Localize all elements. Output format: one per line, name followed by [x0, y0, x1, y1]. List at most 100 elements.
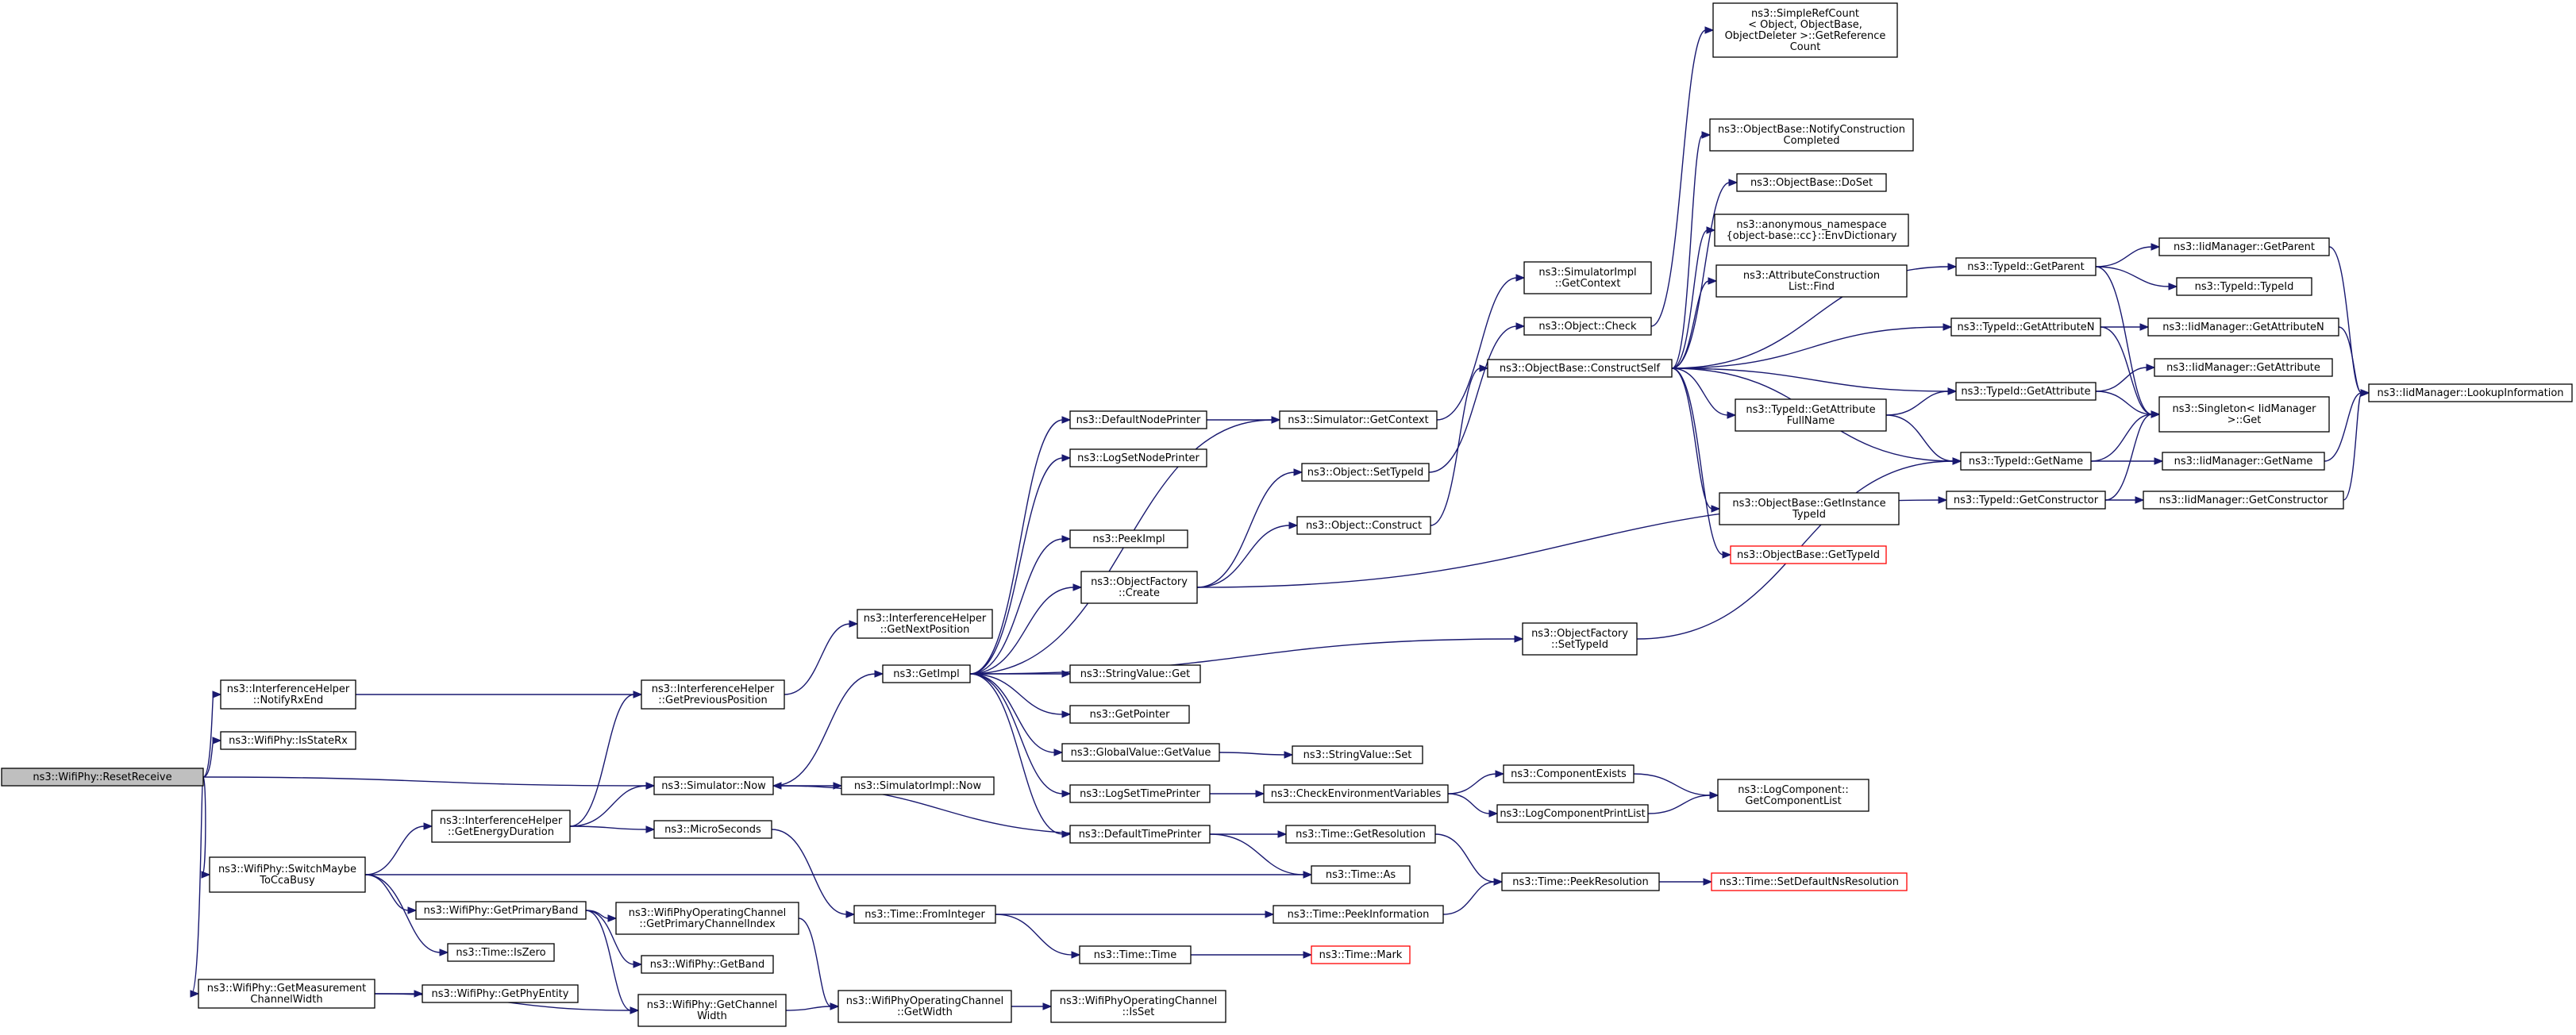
- node-getphyentity[interactable]: ns3::WifiPhy::GetPhyEntity: [422, 984, 579, 1003]
- node-getprevpos[interactable]: ns3::InterferenceHelper::GetPreviousPosi…: [641, 679, 785, 710]
- node-simnow[interactable]: ns3::Simulator::Now: [653, 776, 774, 795]
- edge-typeidgetparent-to-iidgetparent: [2095, 243, 2161, 267]
- edge-line: [364, 874, 441, 953]
- node-iidlookup[interactable]: ns3::IidManager::LookupInformation: [2368, 383, 2573, 402]
- node-timepeekinfo[interactable]: ns3::Time::PeekInformation: [1273, 905, 1444, 924]
- node-compexists[interactable]: ns3::ComponentExists: [1503, 764, 1635, 783]
- node-getenergy[interactable]: ns3::InterferenceHelper::GetEnergyDurati…: [431, 810, 571, 843]
- edge-arrowhead: [1703, 878, 1713, 886]
- node-box: [1709, 118, 1914, 152]
- node-label: ns3::IidManager::GetConstructor: [2159, 494, 2328, 506]
- node-box: [1487, 359, 1673, 378]
- node-timepeekres[interactable]: ns3::Time::PeekResolution: [1501, 872, 1660, 891]
- node-objbaseconstructself[interactable]: ns3::ObjectBase::ConstructSelf: [1487, 359, 1673, 378]
- node-opchgetwidth[interactable]: ns3::WifiPhyOperatingChannel::GetWidth: [837, 990, 1012, 1023]
- node-isstaterx[interactable]: ns3::WifiPhy::IsStateRx: [220, 731, 356, 750]
- node-setdefaultnsres[interactable]: ns3::Time::SetDefaultNsResolution: [1711, 872, 1908, 891]
- node-timetime[interactable]: ns3::Time::Time: [1079, 945, 1192, 964]
- node-getnextpos[interactable]: ns3::InterferenceHelper::GetNextPosition: [857, 609, 993, 639]
- edge-switchbusy-to-getenergy: [364, 822, 433, 875]
- node-typeidtypeid[interactable]: ns3::TypeId::TypeId: [2176, 277, 2312, 296]
- edge-line: [969, 673, 1056, 753]
- node-objbasedoset[interactable]: ns3::ObjectBase::DoSet: [1736, 173, 1887, 192]
- edge-arrowhead: [874, 670, 884, 678]
- node-label: ns3::TypeId::GetAttribute: [1746, 404, 1875, 416]
- node-logsetnodeprinter[interactable]: ns3::LogSetNodePrinter: [1069, 448, 1207, 467]
- node-logsettimeprinter[interactable]: ns3::LogSetTimePrinter: [1069, 784, 1211, 803]
- node-iidgetattr[interactable]: ns3::IidManager::GetAttribute: [2154, 358, 2333, 377]
- node-reset[interactable]: ns3::WifiPhy::ResetReceive: [1, 768, 204, 787]
- edge-line: [2095, 266, 2170, 287]
- node-label: ns3::GetImpl: [893, 668, 960, 680]
- node-label: ns3::StringValue::Get: [1080, 668, 1190, 680]
- edge-line: [969, 673, 1064, 715]
- node-objbasegettypeid[interactable]: ns3::ObjectBase::GetTypeId: [1730, 545, 1887, 564]
- node-typeidgetattrn[interactable]: ns3::TypeId::GetAttributeN: [1950, 317, 2101, 337]
- edge-objbaseconstructself-to-typeidgetattr: [1671, 367, 1958, 395]
- node-getprimaryband[interactable]: ns3::WifiPhy::GetPrimaryBand: [415, 901, 587, 920]
- node-opchisset[interactable]: ns3::WifiPhyOperatingChannel::IsSet: [1050, 990, 1226, 1023]
- node-typeidgetparent[interactable]: ns3::TypeId::GetParent: [1955, 257, 2097, 276]
- node-peekimpl[interactable]: ns3::PeekImpl: [1069, 529, 1188, 548]
- node-iszero[interactable]: ns3::Time::IsZero: [447, 943, 555, 962]
- node-simplerefcount[interactable]: ns3::SimpleRefCount< Object, ObjectBase,…: [1712, 2, 1898, 58]
- edge-objbaseconstructself-to-notifyconstr: [1671, 131, 1712, 369]
- edge-typeidgetparent-to-singletonget: [2095, 266, 2161, 418]
- node-notifyrx[interactable]: ns3::InterferenceHelper::NotifyRxEnd: [220, 679, 356, 710]
- node-deftimeprinter[interactable]: ns3::DefaultTimePrinter: [1069, 825, 1211, 844]
- node-label: ns3::WifiPhyOperatingChannel: [629, 907, 787, 919]
- node-timeas[interactable]: ns3::Time::As: [1311, 865, 1411, 884]
- node-strvalset[interactable]: ns3::StringValue::Set: [1292, 745, 1423, 764]
- node-iidgetparent[interactable]: ns3::IidManager::GetParent: [2158, 237, 2330, 256]
- node-getprimarychidx[interactable]: ns3::WifiPhyOperatingChannel::GetPrimary…: [615, 902, 799, 935]
- node-objconstruct[interactable]: ns3::Object::Construct: [1296, 516, 1431, 535]
- node-typeidgetattr[interactable]: ns3::TypeId::GetAttribute: [1955, 382, 2097, 401]
- node-checkenv[interactable]: ns3::CheckEnvironmentVariables: [1263, 784, 1449, 803]
- node-timegetres[interactable]: ns3::Time::GetResolution: [1285, 825, 1436, 844]
- node-timemark[interactable]: ns3::Time::Mark: [1311, 945, 1411, 964]
- node-iidgetconstr[interactable]: ns3::IidManager::GetConstructor: [2143, 491, 2344, 510]
- edge-line: [969, 638, 1516, 675]
- node-iidgetname[interactable]: ns3::IidManager::GetName: [2162, 452, 2325, 471]
- node-objfactcreate[interactable]: ns3::ObjectFactory::Create: [1080, 571, 1198, 604]
- node-getpointer[interactable]: ns3::GetPointer: [1069, 705, 1190, 724]
- node-logcompprintlist[interactable]: ns3::LogComponentPrintList: [1496, 804, 1649, 823]
- node-envdict[interactable]: ns3::anonymous_namespace{object-base::cc…: [1714, 214, 1909, 247]
- node-getimpl[interactable]: ns3::GetImpl: [882, 664, 971, 683]
- node-label: ::Create: [1119, 587, 1160, 599]
- node-defnodeprinter[interactable]: ns3::DefaultNodePrinter: [1069, 410, 1207, 429]
- edge-line: [569, 694, 635, 827]
- node-simgetctx[interactable]: ns3::Simulator::GetContext: [1279, 410, 1438, 429]
- node-typeidgetname[interactable]: ns3::TypeId::GetName: [1960, 452, 2092, 471]
- node-objsettypeid[interactable]: ns3::Object::SetTypeId: [1301, 463, 1430, 482]
- node-label: ::GetContext: [1555, 278, 1621, 290]
- node-logcompgetlist[interactable]: ns3::LogComponent::GetComponentList: [1717, 779, 1869, 812]
- node-strvalget[interactable]: ns3::StringValue::Get: [1069, 664, 1201, 683]
- node-singletonget[interactable]: ns3::Singleton< IidManager>::Get: [2158, 396, 2330, 433]
- edge-line: [771, 829, 848, 915]
- node-simimplgetctx[interactable]: ns3::SimulatorImpl::GetContext: [1523, 261, 1652, 294]
- node-box: [857, 609, 993, 639]
- edge-getimpl-to-strvalget: [969, 670, 1072, 678]
- node-label: ns3::Object::Construct: [1306, 520, 1422, 532]
- node-objfactsettypeid[interactable]: ns3::ObjectFactory::SetTypeId: [1522, 622, 1638, 656]
- edge-iidgetconstr-to-iidlookup: [2343, 389, 2370, 501]
- node-fromint[interactable]: ns3::Time::FromInteger: [853, 905, 996, 924]
- node-typeidgetconstr[interactable]: ns3::TypeId::GetConstructor: [1946, 491, 2106, 510]
- edge-line: [1671, 367, 1950, 392]
- node-globalvalget[interactable]: ns3::GlobalValue::GetValue: [1061, 743, 1220, 762]
- edge-getenergy-to-microseconds: [569, 825, 656, 833]
- node-objcheck[interactable]: ns3::Object::Check: [1523, 317, 1652, 336]
- node-iidgetattrn[interactable]: ns3::IidManager::GetAttributeN: [2147, 317, 2339, 337]
- node-getband[interactable]: ns3::WifiPhy::GetBand: [641, 955, 774, 974]
- node-microseconds[interactable]: ns3::MicroSeconds: [653, 820, 772, 839]
- node-notifyconstr[interactable]: ns3::ObjectBase::NotifyConstructionCompl…: [1709, 118, 1914, 152]
- edge-timepeekinfo-to-timepeekres: [1442, 878, 1504, 915]
- node-simimplnow[interactable]: ns3::SimulatorImpl::Now: [841, 776, 995, 795]
